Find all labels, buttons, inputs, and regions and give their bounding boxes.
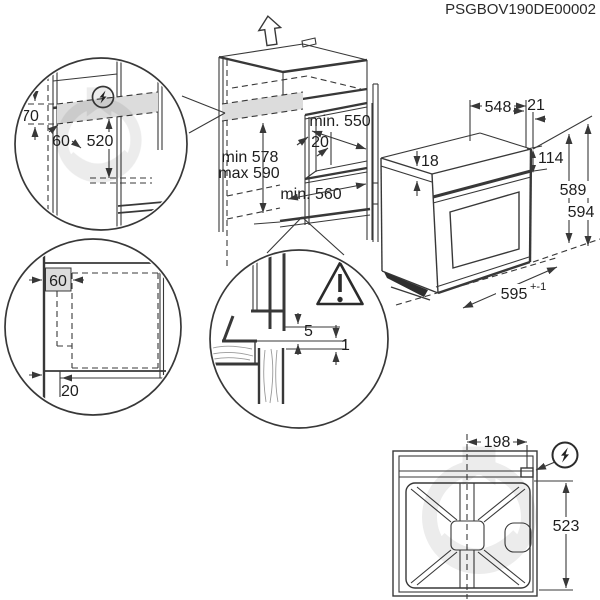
svg-text:18: 18	[421, 153, 439, 170]
oven-handle	[432, 169, 532, 199]
detail-circle-outline	[4, 238, 182, 416]
svg-text:21: 21	[527, 97, 545, 114]
dim-zone-to-bottom: 520	[87, 133, 114, 150]
svg-text:595: 595	[501, 286, 528, 303]
hinge-tab	[301, 37, 317, 48]
dim-gap-top: 5	[304, 323, 313, 340]
dim-control-panel-height: 114	[526, 145, 564, 173]
callout-electrical-detail	[181, 95, 226, 134]
dim-depth: 548	[469, 98, 527, 147]
dim-heights: 589 594	[532, 115, 600, 263]
oven-figure: 548 21 18 114 58	[380, 97, 600, 309]
svg-text:+-1: +-1	[530, 281, 546, 293]
svg-text:523: 523	[553, 518, 580, 535]
dim-rear-gap: 20	[296, 134, 329, 157]
dim-gap-bottom: 1	[341, 337, 350, 354]
up-arrow-icon	[257, 15, 283, 47]
dim-side-clearance: 60	[49, 273, 67, 290]
svg-text:min. 550: min. 550	[309, 113, 370, 130]
dim-depth-top: min. 550	[309, 113, 371, 150]
callout-door-gap-detail	[266, 216, 345, 256]
svg-text:max 590: max 590	[218, 165, 279, 182]
svg-text:min 578: min 578	[222, 149, 279, 166]
warning-triangle-icon	[316, 261, 364, 306]
door-gap-detail-circle: 5 1	[209, 249, 389, 429]
dim-niche-height: min 578 max 590	[218, 123, 281, 225]
cabinet-figure: min. 550 20 min 578 max 590 min. 560	[218, 15, 379, 268]
dim-connection-height: 523	[534, 480, 582, 591]
dim-top-recess: 18	[413, 151, 439, 196]
wood-panel-vertical	[257, 348, 285, 404]
side-clearance-zone	[45, 267, 72, 292]
oven-door-window	[449, 191, 520, 269]
oven-foot	[384, 272, 428, 297]
electrical-detail-circle: 70 60 520	[14, 57, 188, 231]
detail-circle-outline	[14, 57, 188, 231]
lightning-bolt-icon	[535, 441, 579, 471]
dim-depth-bottom: min. 560	[280, 182, 367, 203]
wood-panel-horizontal	[212, 345, 254, 361]
detail-circle-outline	[209, 249, 389, 429]
dim-zone-height: 70	[21, 108, 39, 125]
svg-text:589: 589	[560, 182, 587, 199]
svg-text:20: 20	[311, 134, 329, 151]
diagram-code: PSGBOV190DE00002	[445, 1, 596, 18]
electrical-zone-strip	[222, 92, 303, 121]
dim-rear-clearance: 21	[513, 97, 546, 148]
svg-text:114: 114	[538, 150, 564, 167]
svg-text:594: 594	[568, 204, 595, 221]
dim-width: 595 +-1	[395, 257, 558, 309]
front-clearance-detail-circle: 60 20	[4, 238, 182, 416]
dim-bottom-clearance: 20	[61, 383, 79, 400]
svg-text:548: 548	[485, 99, 512, 116]
mains-connection-box	[520, 467, 534, 478]
